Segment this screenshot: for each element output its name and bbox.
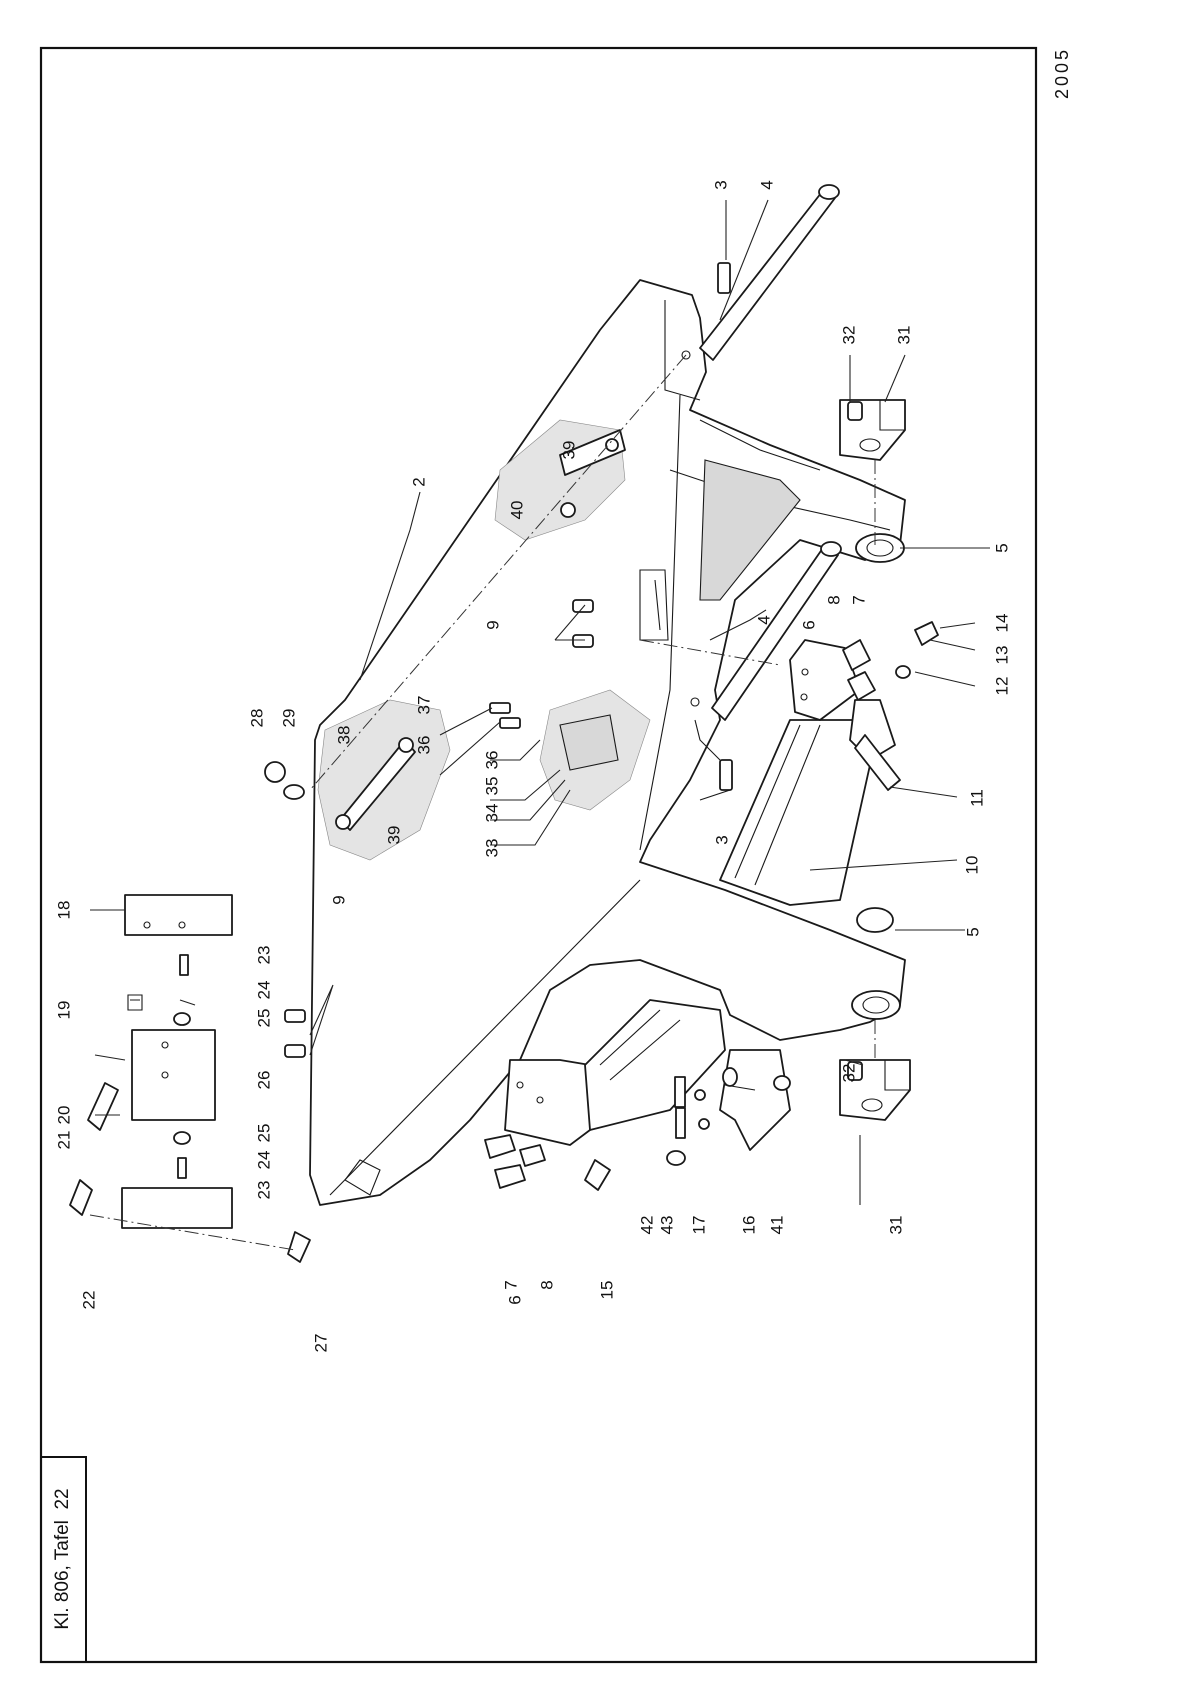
part-callout-6: 6 [505, 1295, 524, 1304]
part-callout-6: 6 [799, 620, 818, 629]
part-callout-31: 31 [894, 326, 913, 345]
part-callout-8: 8 [537, 1280, 556, 1289]
part-callout-15: 15 [597, 1281, 616, 1300]
part-callout-43: 43 [657, 1216, 676, 1235]
part-callout-23: 23 [254, 946, 273, 965]
part-callout-35: 35 [482, 777, 501, 796]
part-callout-16: 16 [739, 1216, 758, 1235]
part-callout-14: 14 [992, 614, 1011, 633]
left-clamp-parts [70, 895, 310, 1262]
part-callout-33: 33 [482, 839, 501, 858]
part-callout-27: 27 [311, 1334, 330, 1353]
part-callout-42: 42 [637, 1216, 656, 1235]
part-callout-18: 18 [54, 901, 73, 920]
part-callout-41: 41 [767, 1216, 786, 1235]
part-callout-25: 25 [254, 1009, 273, 1028]
part-callout-29: 29 [279, 709, 298, 728]
part-callout-5: 5 [963, 927, 982, 936]
part-callout-4: 4 [757, 180, 776, 189]
part-callout-22: 22 [79, 1291, 98, 1310]
part-callout-25: 25 [254, 1124, 273, 1143]
part-callout-37: 37 [414, 696, 433, 715]
part-callout-8: 8 [824, 595, 843, 604]
part-callout-4: 4 [754, 615, 773, 624]
plate-label: Kl. 806, Tafel 22 [52, 1488, 73, 1629]
part-callout-19: 19 [54, 1001, 73, 1020]
part-callout-26: 26 [254, 1071, 273, 1090]
part-callout-21: 21 [54, 1131, 73, 1150]
part-callout-7: 7 [849, 595, 868, 604]
part-callout-17: 17 [689, 1216, 708, 1235]
part-callout-40: 40 [507, 501, 526, 520]
part-callout-5: 5 [992, 543, 1011, 552]
part-callout-23: 23 [254, 1181, 273, 1200]
part-callout-36: 36 [414, 736, 433, 755]
part-callout-7: 7 [501, 1280, 520, 1289]
part-callout-13: 13 [992, 646, 1011, 665]
part-callout-24: 24 [254, 1151, 273, 1170]
sheet-number: 2005 [1052, 45, 1074, 101]
part-callout-9: 9 [483, 620, 502, 629]
plate-label-box: Kl. 806, Tafel 22 [41, 1457, 86, 1662]
part-callout-2: 2 [409, 477, 428, 486]
sheet-number-text: 2005 [1052, 47, 1072, 99]
part-callout-10: 10 [962, 856, 981, 875]
part-callout-36: 36 [482, 751, 501, 770]
part-callout-3: 3 [711, 180, 730, 189]
part-callout-39: 39 [384, 826, 403, 845]
part-callout-24: 24 [254, 981, 273, 1000]
part-callout-31: 31 [886, 1216, 905, 1235]
lower-block-assembly [505, 1000, 790, 1190]
part-callout-20: 20 [54, 1106, 73, 1125]
part-callout-38: 38 [334, 726, 353, 745]
part-callout-12: 12 [992, 677, 1011, 696]
part-callout-9: 9 [329, 895, 348, 904]
part-callout-32: 32 [839, 1064, 858, 1083]
part-callout-32: 32 [839, 326, 858, 345]
part-callout-39: 39 [559, 441, 578, 460]
part-callout-3: 3 [712, 835, 731, 844]
part-callout-34: 34 [482, 804, 501, 823]
part-callout-28: 28 [247, 709, 266, 728]
part-callout-11: 11 [967, 789, 986, 807]
